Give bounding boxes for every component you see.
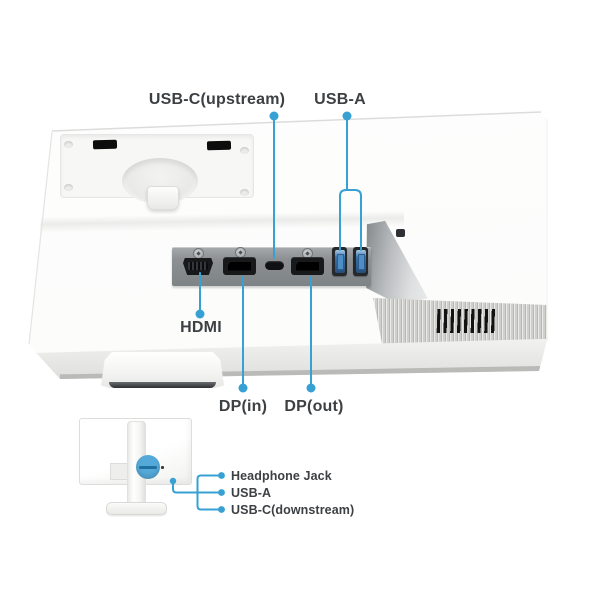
- stand-release-tab: [147, 186, 179, 210]
- side-ports-magnifier-circle: [136, 455, 160, 479]
- dp-out-label: DP(out): [284, 398, 344, 415]
- usb-a-side-dot: [218, 489, 225, 496]
- screw-hole: [240, 189, 249, 196]
- usb-c-downstream-label: USB-C(downstream): [231, 503, 355, 517]
- side-port-mark: [160, 466, 164, 469]
- side-ports-callout-bracket: [196, 474, 222, 511]
- usb-a-top-label: USB-A: [314, 91, 366, 108]
- headphone-jack-dot: [218, 472, 225, 479]
- panel-screw: [193, 248, 204, 259]
- hdmi-label: HDMI: [180, 319, 222, 336]
- dp-in-label: DP(in): [218, 398, 268, 415]
- side-ports-callout-stem: [172, 483, 199, 494]
- usb-a-side-label: USB-A: [231, 486, 272, 500]
- usb-c-upstream-label: USB-C(upstream): [148, 91, 286, 108]
- usb-c-upstream-dot: [269, 111, 279, 121]
- vesa-slot: [92, 139, 118, 150]
- screw-hole: [64, 141, 73, 148]
- usb-a-port: [353, 247, 368, 276]
- usb-c-upstream-port: [265, 261, 284, 270]
- small-monitor-stand-base: [106, 502, 167, 515]
- stand-mount-cover: [101, 352, 224, 388]
- kensington-lock-slot: [396, 229, 405, 237]
- displayport-in-port: [223, 257, 256, 275]
- usb-a-port: [332, 247, 347, 276]
- body-step-shadow: [29, 210, 405, 234]
- dp-in-dot: [238, 383, 248, 393]
- screw-hole: [240, 147, 249, 154]
- usb-a-dot: [342, 111, 352, 121]
- stand-mount-dark-edge: [109, 382, 216, 388]
- displayport-out-port: [291, 257, 324, 275]
- vesa-slot: [206, 140, 232, 151]
- dp-out-dot: [306, 383, 316, 393]
- headphone-jack-label: Headphone Jack: [231, 469, 332, 483]
- hdmi-port: [183, 258, 213, 275]
- usb-c-downstream-dot: [218, 506, 225, 513]
- screw-hole: [64, 184, 73, 191]
- vent-slats: [436, 309, 499, 333]
- side-ports-slot: [139, 465, 157, 469]
